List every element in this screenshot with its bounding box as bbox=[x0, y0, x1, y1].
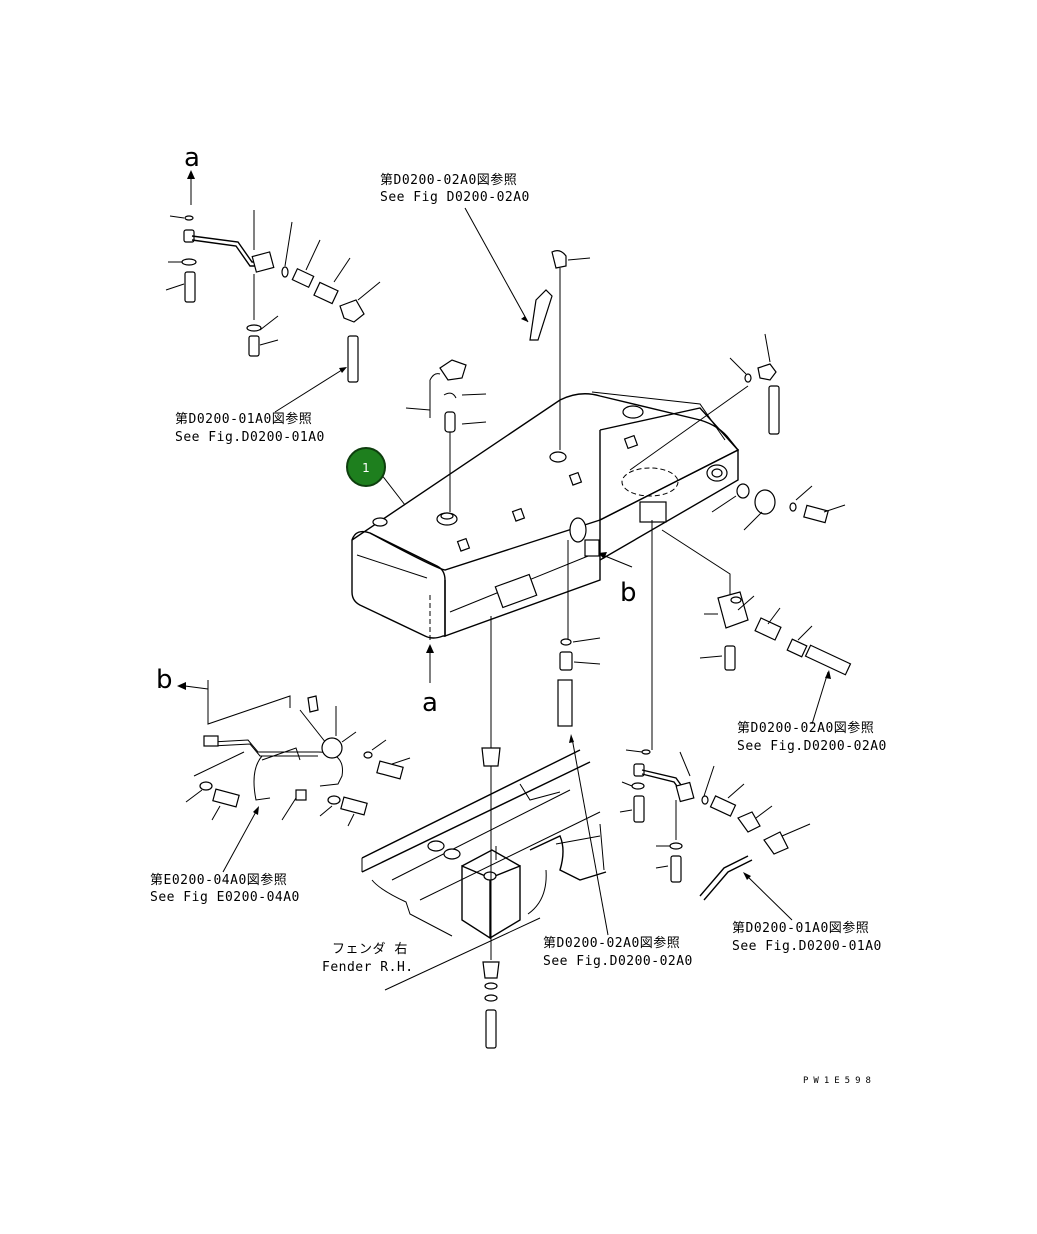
callout-part-1[interactable]: 1 bbox=[346, 447, 386, 487]
fender-label-en: Fender R.H. bbox=[322, 960, 414, 975]
right-drain-valve-assembly[interactable] bbox=[651, 520, 852, 750]
center-drain-assembly[interactable] bbox=[557, 517, 601, 727]
filler-cap-assembly[interactable] bbox=[405, 359, 487, 512]
frame-fender bbox=[361, 749, 607, 940]
lower-left-sensor-assembly[interactable] bbox=[185, 680, 411, 827]
ref-label-upper-left-en: See Fig.D0200-01A0 bbox=[175, 430, 325, 445]
drawing-code: PW1E598 bbox=[803, 1076, 876, 1086]
lower-right-pipe-assembly[interactable] bbox=[619, 749, 811, 901]
fender-label-jp: フェンダ 右 bbox=[332, 942, 408, 957]
ref-label-top-jp: 第D0200-02A0図参照 bbox=[380, 172, 517, 188]
marker-a-top: a bbox=[184, 143, 200, 173]
marker-b-left: b bbox=[156, 665, 173, 695]
ref-label-lower-left-jp: 第E0200-04A0図参照 bbox=[150, 872, 287, 888]
ref-label-top-en: See Fig D0200-02A0 bbox=[380, 190, 530, 205]
callout-number: 1 bbox=[362, 461, 370, 475]
marker-b-right: b bbox=[620, 578, 637, 608]
ref-label-right-jp: 第D0200-02A0図参照 bbox=[737, 720, 874, 736]
ref-label-lower-center-en: See Fig.D0200-02A0 bbox=[543, 954, 693, 969]
fuel-tank[interactable] bbox=[351, 391, 740, 640]
right-upper-fittings[interactable] bbox=[629, 333, 846, 531]
ref-label-lower-right-en: See Fig.D0200-01A0 bbox=[732, 939, 882, 954]
tank-mounting-bolt[interactable] bbox=[481, 616, 501, 1049]
ref-label-lower-center-jp: 第D0200-02A0図参照 bbox=[543, 935, 680, 951]
ref-label-right-en: See Fig.D0200-02A0 bbox=[737, 739, 887, 754]
upper-left-pipe-assembly[interactable] bbox=[165, 210, 381, 383]
ref-label-lower-right-jp: 第D0200-01A0図参照 bbox=[732, 920, 869, 936]
ref-label-lower-left-en: See Fig E0200-04A0 bbox=[150, 890, 300, 905]
level-gauge-rod[interactable] bbox=[529, 250, 591, 450]
marker-a-bottom: a bbox=[422, 688, 438, 718]
ref-label-upper-left-jp: 第D0200-01A0図参照 bbox=[175, 411, 312, 427]
